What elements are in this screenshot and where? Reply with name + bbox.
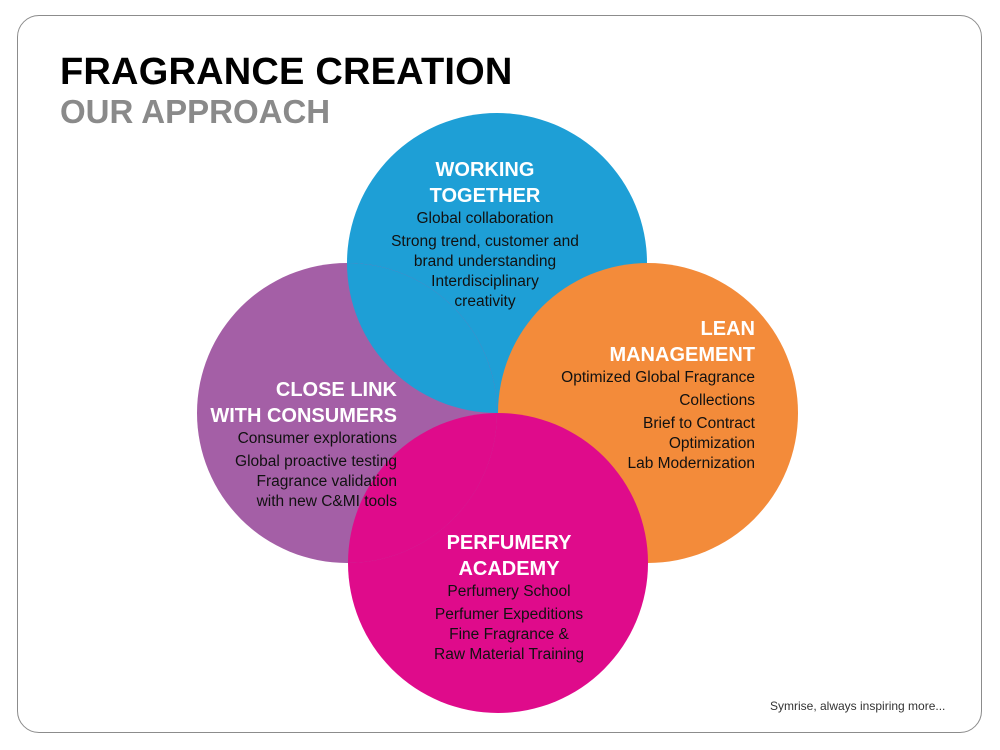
lean-management-item: Brief to Contract [643, 415, 755, 432]
perfumery-academy-block: PERFUMERY ACADEMY Perfumery School Perfu… [389, 530, 629, 665]
lean-management-heading-2: MANAGEMENT [609, 344, 755, 366]
lean-management-item: Lab Modernization [627, 455, 755, 472]
lean-management-item: Optimization [668, 435, 755, 452]
perfumery-academy-item: Perfumery School [447, 583, 571, 600]
footer-tagline: Symrise, always inspiring more... [770, 699, 946, 713]
perfumery-academy-item: Fine Fragrance & [449, 626, 569, 643]
working-together-item: Strong trend, customer and [391, 233, 579, 250]
close-link-item: with new C&MI tools [256, 493, 397, 510]
page-subtitle: OUR APPROACH [60, 93, 331, 130]
lean-management-item: Collections [679, 392, 755, 409]
perfumery-academy-item: Perfumer Expeditions [434, 606, 584, 623]
lean-management-heading-1: LEAN [700, 318, 755, 340]
close-link-item: Fragrance validation [256, 473, 397, 490]
perfumery-academy-heading-1: PERFUMERY [446, 532, 572, 554]
working-together-item: Global collaboration [416, 210, 554, 227]
close-link-item: Global proactive testing [235, 453, 397, 470]
perfumery-academy-heading-2: ACADEMY [458, 558, 560, 580]
page-title: FRAGRANCE CREATION [60, 51, 513, 93]
working-together-item: Interdisciplinary [431, 273, 539, 290]
close-link-heading-1: CLOSE LINK [275, 379, 397, 401]
working-together-heading-2: TOGETHER [429, 185, 541, 207]
lean-management-block: LEAN MANAGEMENT Optimized Global Fragran… [520, 316, 755, 474]
perfumery-academy-item: Raw Material Training [434, 646, 584, 663]
close-link-item: Consumer explorations [237, 430, 397, 447]
lean-management-item: Optimized Global Fragrance [561, 369, 755, 386]
close-link-heading-2: WITH CONSUMERS [210, 405, 397, 427]
working-together-heading-1: WORKING [435, 159, 535, 181]
working-together-item: brand understanding [413, 253, 557, 270]
working-together-item: creativity [454, 293, 516, 310]
working-together-block: WORKING TOGETHER Global collaboration St… [365, 157, 605, 312]
close-link-block: CLOSE LINK WITH CONSUMERS Consumer explo… [185, 377, 397, 512]
